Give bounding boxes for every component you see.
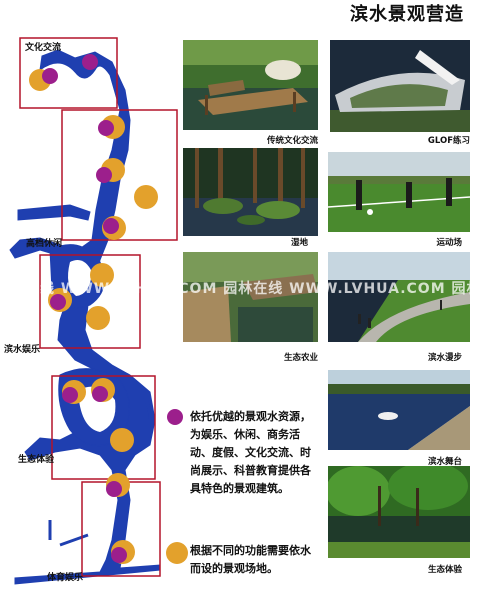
- caption-waterfront-walk: 滨水漫步: [427, 353, 462, 363]
- legend-site-text: 根据不同的功能需要依水而设的景观场地。: [190, 544, 311, 575]
- forest-pond-photo: [328, 466, 470, 558]
- caption-wetland: 湿地: [290, 238, 308, 248]
- legend-orange-dot: [166, 542, 188, 564]
- zone-label-culture: 文化交流: [25, 43, 62, 53]
- pier-photo: [183, 40, 318, 130]
- zone-label-leisure: 高档休闲: [26, 239, 63, 249]
- legend-building-text: 依托优越的景观水资源，为娱乐、休闲、商务活动、度假、文化交流、时尚展示、科普教育…: [190, 410, 311, 495]
- wetland-photo: [183, 148, 318, 236]
- watermark: 线 WWW.LVHUA.COM 园林在线 WWW.LVHUA.COM 园林在线: [40, 281, 500, 297]
- caption-water-stage: 滨水舞台: [427, 457, 462, 467]
- caption-eco-agriculture: 生态农业: [283, 353, 318, 363]
- zone-label-eco: 生态体验: [18, 455, 55, 465]
- zone-label-sports: 体育娱乐: [47, 573, 84, 583]
- legend-purple-dot: [167, 409, 183, 425]
- boardwalk-photo: [183, 252, 318, 342]
- caption-golf: GLOF练习: [427, 136, 470, 146]
- water-stage-photo: [328, 370, 470, 450]
- caption-eco-experience: 生态体验: [427, 565, 462, 575]
- caption-sports: 运动场: [436, 238, 462, 248]
- stadium-photo: [330, 40, 470, 132]
- sports-field-photo: [328, 152, 470, 232]
- river-map: [9, 37, 178, 585]
- caption-pier: 传统文化交流: [266, 136, 318, 146]
- waterfront-walk-photo: [328, 252, 470, 342]
- zone-label-entertainment: 滨水娱乐: [4, 345, 41, 355]
- page-title: 滨水景观营造: [350, 4, 464, 25]
